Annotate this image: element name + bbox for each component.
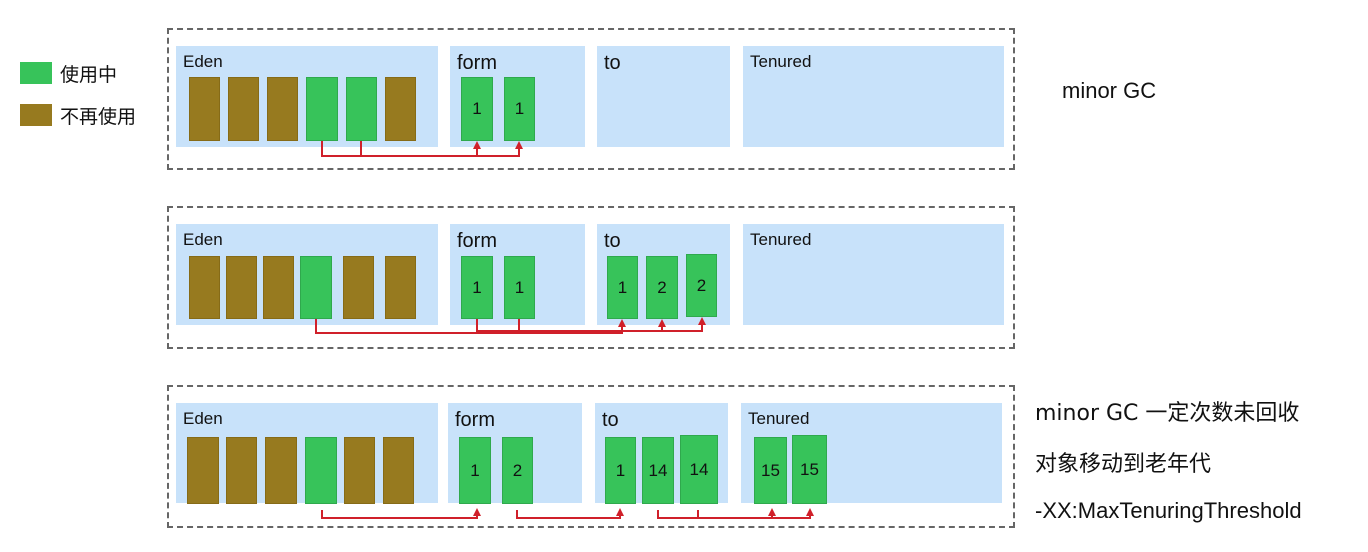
from-label: form — [457, 52, 497, 74]
legend-unused: 不再使用 — [20, 104, 137, 128]
eden-object — [267, 77, 298, 141]
to-object: 2 — [646, 256, 678, 319]
from-object: 1 — [504, 77, 535, 141]
eden-object — [189, 256, 220, 319]
eden-object — [300, 256, 332, 319]
tenured-object: 15 — [754, 437, 787, 504]
tenured-label: Tenured — [750, 52, 812, 71]
legend-unused-swatch — [20, 104, 52, 126]
eden-object — [187, 437, 219, 504]
eden-object — [385, 77, 416, 141]
tenured-region: Tenured — [743, 224, 1004, 325]
eden-object — [383, 437, 414, 504]
heap-row-1 — [167, 28, 1015, 170]
eden-object — [226, 256, 257, 319]
legend-in-use-label: 使用中 — [60, 63, 118, 86]
from-object: 1 — [504, 256, 535, 319]
legend-unused-label: 不再使用 — [60, 105, 137, 128]
eden-label: Eden — [183, 230, 223, 249]
tenured-label: Tenured — [750, 230, 812, 249]
tenured-object: 15 — [792, 435, 827, 504]
from-label: form — [455, 409, 495, 431]
to-object: 1 — [607, 256, 638, 319]
eden-object — [226, 437, 257, 504]
threshold-note-line-2: 对象移动到老年代 — [1035, 452, 1212, 477]
from-object: 1 — [461, 77, 493, 141]
to-label: to — [602, 409, 619, 431]
eden-object — [346, 77, 377, 141]
to-object: 2 — [686, 254, 717, 317]
legend-in-use: 使用中 — [20, 62, 118, 86]
to-region: to — [597, 46, 730, 147]
from-object: 1 — [459, 437, 491, 504]
eden-object — [344, 437, 375, 504]
heap-row-3 — [167, 385, 1015, 528]
to-object: 14 — [642, 437, 674, 504]
tenured-region: Tenured — [743, 46, 1004, 147]
eden-object — [305, 437, 337, 504]
legend-in-use-swatch — [20, 62, 52, 84]
eden-label: Eden — [183, 52, 223, 71]
eden-object — [385, 256, 416, 319]
threshold-note-line-1: minor GC 一定次数未回收 — [1035, 401, 1300, 426]
from-label: form — [457, 230, 497, 252]
eden-object — [228, 77, 259, 141]
to-object: 14 — [680, 435, 718, 504]
to-label: to — [604, 52, 621, 74]
heap-row-2 — [167, 206, 1015, 349]
eden-object — [265, 437, 297, 504]
eden-object — [306, 77, 338, 141]
minor-gc-label: minor GC — [1062, 78, 1157, 103]
to-label: to — [604, 230, 621, 252]
from-object: 1 — [461, 256, 493, 319]
tenured-label: Tenured — [748, 409, 810, 428]
threshold-flag: -XX:MaxTenuringThreshold — [1035, 498, 1302, 523]
eden-object — [189, 77, 220, 141]
eden-label: Eden — [183, 409, 223, 428]
eden-object — [343, 256, 374, 319]
from-object: 2 — [502, 437, 533, 504]
to-object: 1 — [605, 437, 636, 504]
eden-object — [263, 256, 294, 319]
